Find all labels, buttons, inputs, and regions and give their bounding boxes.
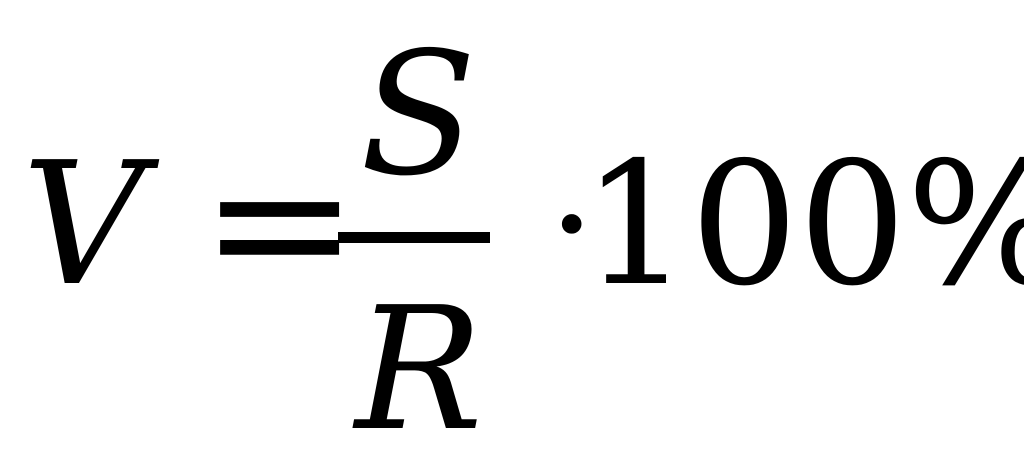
variable-v: V <box>22 126 145 324</box>
percent-value: 100% <box>582 126 1024 324</box>
fraction-denominator: R <box>355 271 483 459</box>
fraction-bar <box>338 232 490 243</box>
fraction-numerator: S <box>360 16 477 214</box>
equals-sign: = <box>200 112 360 333</box>
multiplication-dot: · <box>548 138 596 312</box>
